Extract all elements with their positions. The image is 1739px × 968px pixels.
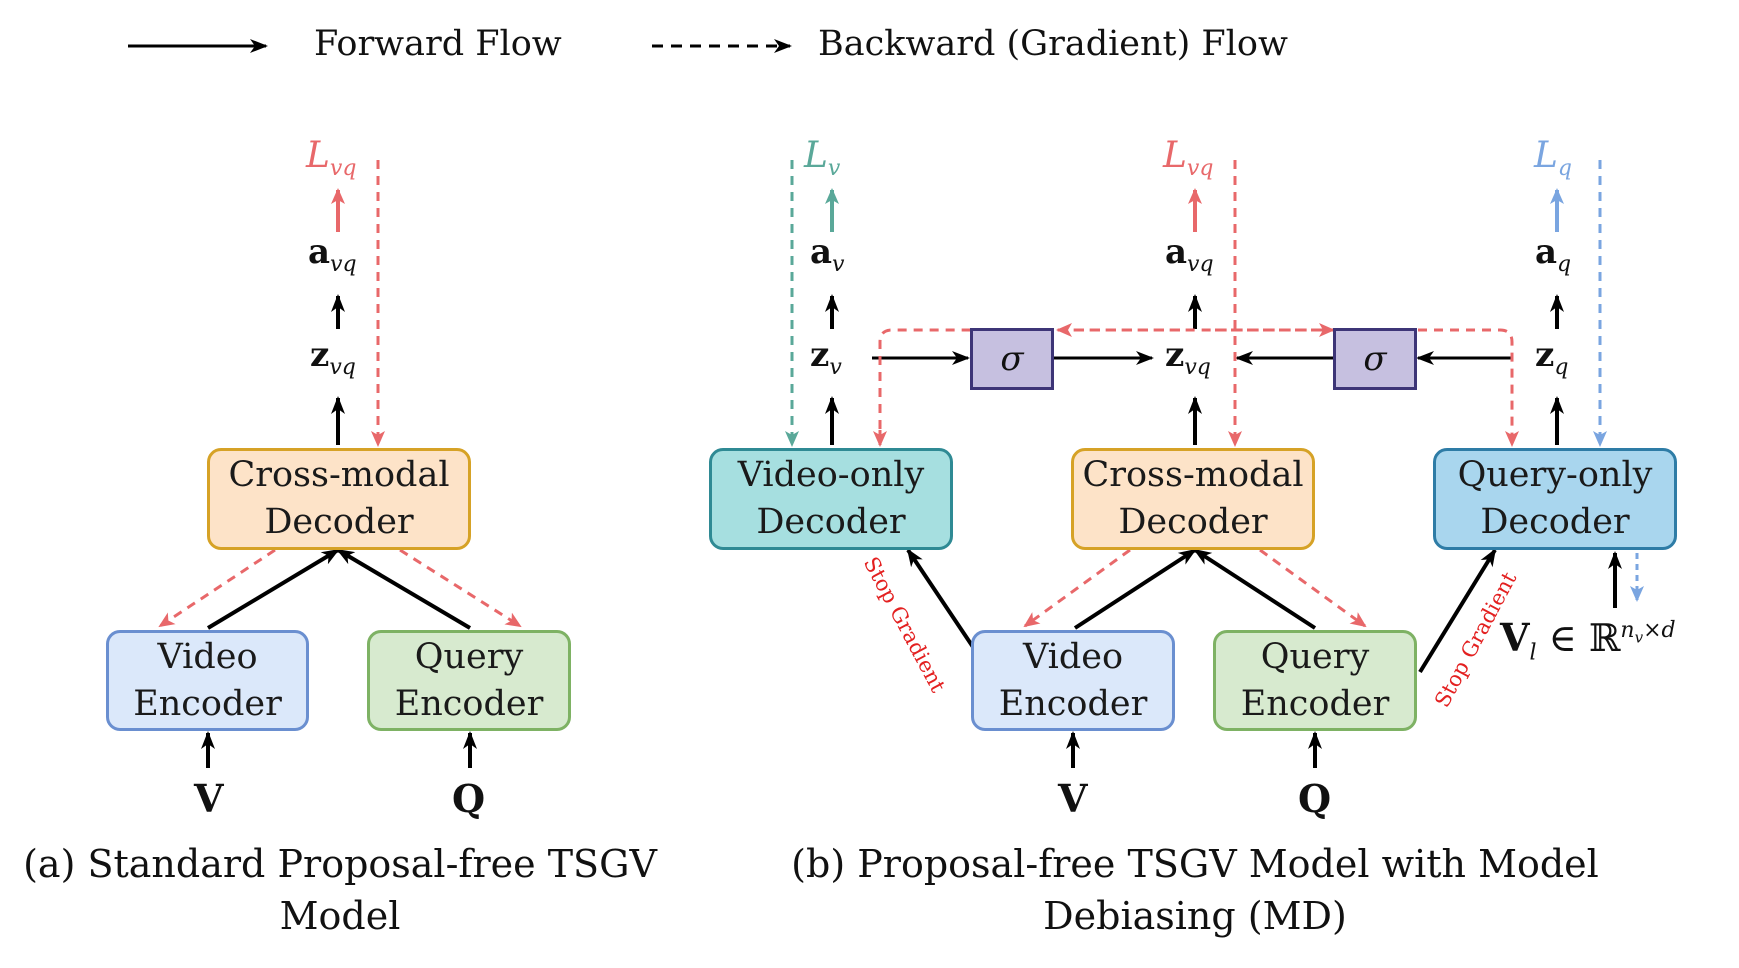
legend-forward-label: Forward Flow: [314, 24, 562, 64]
panel-b-a-vq-label: avq: [1165, 232, 1214, 277]
panel-b-input-v: V: [1058, 776, 1088, 821]
panel-b-sigma-right: σ: [1333, 328, 1417, 390]
panel-a-arrows: [158, 160, 522, 768]
panel-a-a-label: avq: [308, 232, 357, 277]
panel-b-arrows: [785, 160, 1644, 768]
panel-b-z-q-label: zq: [1535, 335, 1569, 380]
panel-b-loss-q-label: Lq: [1534, 135, 1572, 182]
panel-b-loss-v-label: Lv: [804, 135, 841, 182]
panel-b-input-q: Q: [1298, 776, 1332, 821]
panel-b-z-vq-label: zvq: [1165, 335, 1211, 380]
panel-b-vl-label: Vl ∈ ℝnv×d: [1500, 615, 1676, 666]
panel-b-a-v-label: av: [810, 232, 845, 277]
panel-b-sigma-left: σ: [970, 328, 1054, 390]
panel-a-z-label: zvq: [310, 335, 356, 380]
panel-a-input-q: Q: [452, 776, 486, 821]
panel-a-loss-label: Lvq: [306, 135, 357, 182]
panel-a-input-v: V: [194, 776, 224, 821]
panel-b-z-v-label: zv: [810, 335, 842, 380]
panel-b-loss-vq-label: Lvq: [1163, 135, 1214, 182]
panel-b-a-q-label: aq: [1535, 232, 1572, 277]
legend-backward-label: Backward (Gradient) Flow: [818, 24, 1288, 64]
